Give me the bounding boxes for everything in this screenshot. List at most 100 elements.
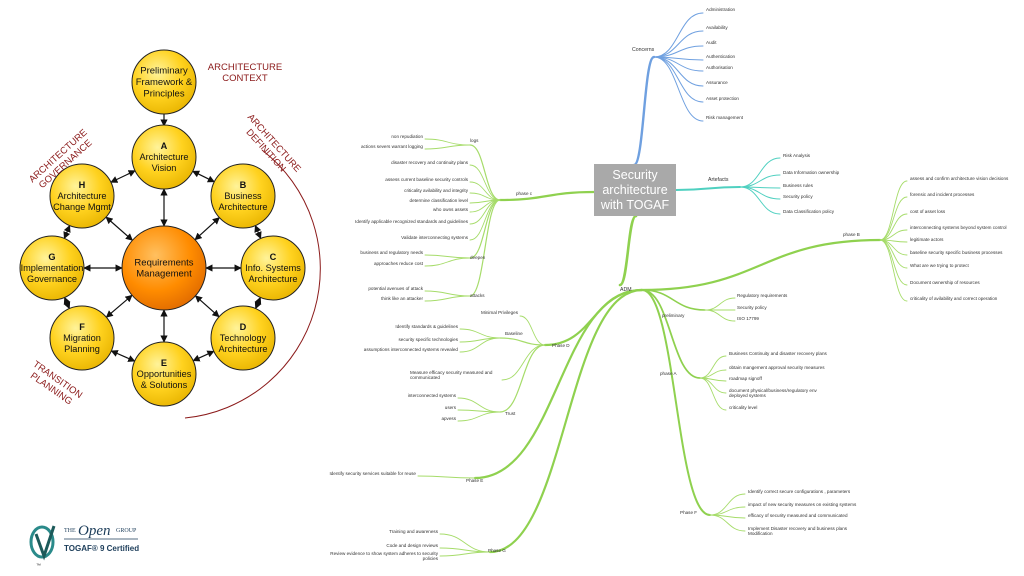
phase-g-item: Code and design reviews [386, 543, 438, 548]
adm-letter-d: D [240, 322, 247, 332]
trust-label: Trust [505, 411, 516, 416]
artefact-branch [739, 157, 781, 188]
preliminary-item: ISO 17799 [737, 316, 759, 321]
phase-b-item: Document ownership of resources [910, 280, 980, 285]
certified-label: TOGAF® 9 Certified [64, 544, 139, 553]
architecture-context-label: CONTEXT [222, 73, 268, 84]
arrow-e-f [110, 350, 136, 362]
branch-line [439, 533, 491, 553]
phase-b-item: assess and confirm architecture vision d… [910, 176, 1009, 181]
concern-item: Asset protection [706, 96, 739, 101]
artefact-branch [739, 186, 781, 200]
adm-node-text: Governance [27, 274, 77, 284]
branch-line [424, 290, 471, 297]
attacks-label: attacks [470, 293, 485, 298]
arrow-b-c [254, 224, 262, 240]
adm-letter-a: A [161, 141, 168, 151]
adm-node-text: Planning [64, 344, 100, 354]
measure-efficacy-item: Measure efficacy security measured and c… [410, 370, 493, 380]
artefacts-label: Artefacts [708, 177, 729, 183]
artefact-branch [739, 174, 781, 188]
concern-item: Availability [706, 25, 728, 30]
phase-d-label: Phase D [552, 343, 570, 348]
concern-branch [653, 56, 704, 61]
baseline-item: Identify standards & guidelines [395, 324, 458, 329]
adm-node-text: Framework & [136, 77, 193, 88]
adm-letter-e: E [161, 358, 167, 368]
phase-b-item: criticality of avilability and correct o… [910, 296, 998, 301]
artefact-branch [739, 186, 781, 215]
phase-g-item: Review evidence to show system adheres t… [330, 551, 438, 561]
phase-e-label: Phase E [466, 478, 484, 483]
branch-phase-b [640, 238, 882, 292]
branch-line [699, 377, 727, 411]
adm-letter-c: C [270, 252, 277, 262]
phase-c-item: Identify applicable recognized standards… [355, 219, 468, 224]
branch-line [879, 213, 908, 241]
phase-g-item: Training and awareness [389, 529, 438, 534]
branch-line [704, 309, 736, 322]
branch-line [499, 344, 546, 413]
adm-letter-h: H [79, 180, 86, 190]
branch-phase-f [641, 289, 711, 516]
adm-letter-f: F [79, 322, 85, 332]
branch-line [879, 239, 908, 243]
branch-line [469, 181, 501, 201]
phase-b-label: phase B [843, 232, 860, 237]
deepen-item: business and regulatory needs [360, 250, 423, 255]
branch-line [424, 138, 471, 146]
preliminary-label: preliminary [662, 313, 685, 318]
preliminary-item: Security policy [737, 305, 767, 310]
branch-preliminary [641, 289, 706, 311]
branch-line [699, 377, 727, 394]
architecture-context-label: ARCHITECTURE [208, 62, 282, 73]
concern-item: Risk management [706, 115, 744, 120]
branch-phase-d [543, 288, 644, 347]
concern-branch [653, 56, 704, 122]
attacks-item: potential avenues of attack [368, 286, 423, 291]
branch-line [469, 164, 501, 201]
artefact-item: Data Information ownership [783, 170, 840, 175]
adm-node-text: Architecture [248, 274, 297, 284]
concern-item: Assurance [706, 80, 728, 85]
mindmap-root-label: Security architecture with TOGAF [600, 167, 670, 212]
adm-label: ADM [620, 287, 632, 293]
trust-item: interconnected systems [407, 393, 456, 398]
adm-letter-b: B [240, 180, 247, 190]
phase-c-item: determine classification level [409, 198, 468, 203]
artefact-item: Risk Analysis [783, 153, 811, 158]
branch-line [457, 411, 501, 422]
branch-line [501, 344, 546, 381]
deepen-label: deepen [470, 255, 486, 260]
branch-line [469, 199, 501, 241]
adm-node-text: Architecture [139, 152, 188, 162]
branch-phase-e [473, 288, 644, 480]
adm-node-text: Management [136, 269, 192, 280]
phase-f-item: Identify correct secure configurations ,… [748, 489, 851, 494]
concern-item: Administration [706, 7, 736, 12]
branch-line [439, 547, 491, 553]
branch-artefacts [675, 186, 741, 191]
branch-line [879, 196, 908, 241]
adm-node-text: Migration [63, 333, 101, 343]
branch-line [469, 192, 501, 201]
artefact-branch [739, 186, 781, 189]
phase-a-item: obtain mangement approval security measu… [729, 365, 825, 370]
branch-line [519, 315, 546, 346]
arrow-c-d [254, 296, 262, 310]
branch-line [699, 377, 727, 382]
phase-f-item: efficacy of security measured and commun… [748, 513, 848, 518]
branch-line [879, 239, 908, 302]
trust-item: apvess [441, 416, 456, 421]
phase-c-item: who owns assets [433, 207, 468, 212]
branch-line [457, 409, 501, 413]
minimal-privileges-item: Minimal Privileges [480, 310, 518, 315]
trust-item: users [444, 405, 456, 410]
phase-b-item: forensic and incident processes [910, 192, 975, 197]
branch-concerns [632, 55, 656, 167]
